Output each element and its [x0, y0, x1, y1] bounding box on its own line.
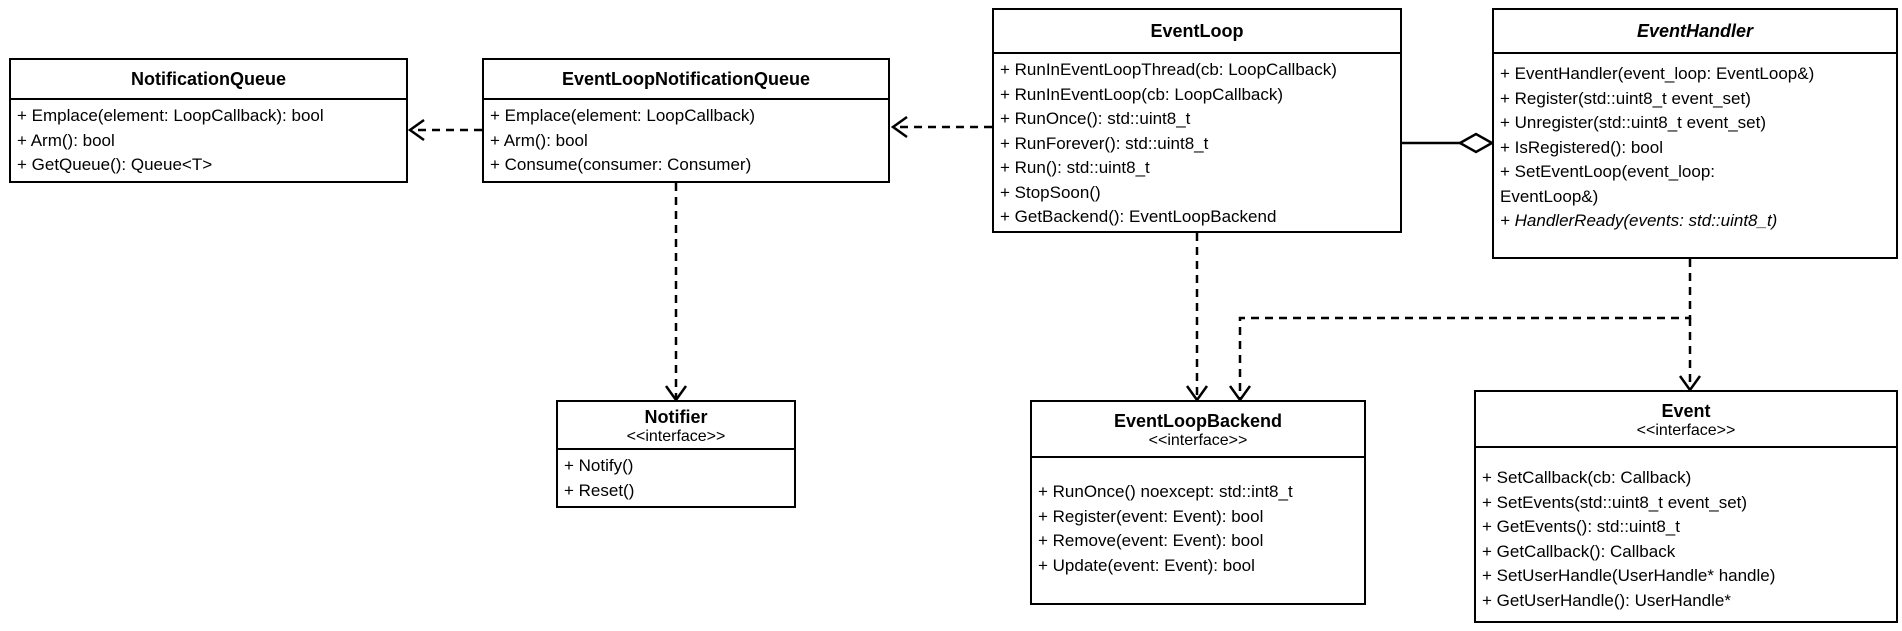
method-list: + Emplace(element: LoopCallback): bool +… — [11, 100, 406, 178]
dependency-path-from-event-handler — [1238, 259, 1692, 400]
method-item: + GetCallback(): Callback — [1482, 541, 1676, 561]
method-item: + Unregister(std::uint8_t event_set) — [1500, 113, 1766, 132]
method-list: + SetCallback(cb: Callback) + SetEvents(… — [1476, 448, 1896, 613]
method-item: + Remove(event: Event): bool — [1038, 531, 1264, 550]
class-title: Notifier — [644, 407, 708, 427]
method-item: + Consume(consumer: Consumer) — [490, 155, 752, 174]
class-title: EventHandler — [1636, 21, 1754, 41]
method-item: + RunOnce(): std::uint8_t — [1000, 109, 1191, 128]
class-stereotype: <<interface>> — [1148, 432, 1248, 449]
method-item: + EventHandler(event_loop: EventLoop&) — [1500, 64, 1815, 83]
method-item: + Arm(): bool — [490, 130, 588, 150]
method-item: + SetUserHandle(UserHandle* handle) — [1482, 566, 1776, 585]
method-list: + EventHandler(event_loop: EventLoop&) +… — [1494, 54, 1896, 234]
class-title: EventLoop — [1150, 21, 1244, 41]
class-notifier: Notifier <<interface>> + Notify() + Rese… — [556, 400, 796, 508]
arrowhead-notification-queue — [407, 118, 425, 142]
method-item: + RunOnce() noexcept: std::int8_t — [1038, 482, 1293, 501]
class-stereotype: <<interface>> — [1636, 422, 1736, 439]
method-item: + SetEventLoop(event_loop: EventLoop&) — [1500, 162, 1720, 206]
class-header: EventLoopNotificationQueue — [484, 60, 888, 100]
method-list: + Notify() + Reset() — [558, 450, 794, 503]
method-item: + Arm(): bool — [17, 130, 115, 150]
method-list: + Emplace(element: LoopCallback) + Arm()… — [484, 100, 888, 178]
method-item: + Update(event: Event): bool — [1038, 555, 1255, 575]
method-item: + SetEvents(std::uint8_t event_set) — [1482, 492, 1748, 512]
class-event: Event <<interface>> + SetCallback(cb: Ca… — [1474, 390, 1898, 623]
method-item: + Register(std::uint8_t event_set) — [1500, 88, 1751, 108]
class-event-loop: EventLoop + RunInEventLoopThread(cb: Loo… — [992, 8, 1402, 233]
class-event-loop-notification-queue: EventLoopNotificationQueue + Emplace(ele… — [482, 58, 890, 183]
method-item: + SetCallback(cb: Callback) — [1482, 468, 1692, 487]
class-title: EventLoopBackend — [1113, 411, 1283, 431]
arrowhead-event-loop-notification-queue — [890, 115, 908, 139]
class-notification-queue: NotificationQueue + Emplace(element: Loo… — [9, 58, 408, 183]
class-header: Notifier <<interface>> — [558, 402, 794, 450]
class-title: EventLoopNotificationQueue — [561, 69, 810, 89]
class-stereotype: <<interface>> — [626, 428, 726, 445]
method-item: + HandlerReady(events: std::uint8_t) — [1500, 211, 1778, 230]
aggregation-diamond — [1457, 132, 1495, 154]
method-list: + RunOnce() noexcept: std::int8_t + Regi… — [1032, 458, 1364, 578]
class-event-handler: EventHandler + EventHandler(event_loop: … — [1492, 8, 1898, 259]
method-item: + Reset() — [564, 480, 635, 500]
method-list: + RunInEventLoopThread(cb: LoopCallback)… — [994, 54, 1400, 230]
class-header: Event <<interface>> — [1476, 392, 1896, 448]
class-event-loop-backend: EventLoopBackend <<interface>> + RunOnce… — [1030, 400, 1366, 605]
method-item: + Emplace(element: LoopCallback) — [490, 106, 756, 125]
method-item: + StopSoon() — [1000, 182, 1101, 202]
method-item: + IsRegistered(): bool — [1500, 137, 1663, 157]
class-title: NotificationQueue — [130, 69, 286, 89]
method-item: + GetUserHandle(): UserHandle* — [1482, 590, 1731, 610]
method-item: + GetBackend(): EventLoopBackend — [1000, 207, 1277, 226]
method-item: + GetQueue(): Queue<T> — [17, 155, 213, 174]
method-item: + RunInEventLoop(cb: LoopCallback) — [1000, 84, 1284, 104]
method-item: + Emplace(element: LoopCallback): bool — [17, 106, 324, 125]
method-item: + Run(): std::uint8_t — [1000, 158, 1150, 177]
class-header: EventLoopBackend <<interface>> — [1032, 402, 1364, 458]
method-item: + Register(event: Event): bool — [1038, 506, 1264, 526]
method-item: + RunInEventLoopThread(cb: LoopCallback) — [1000, 60, 1337, 79]
class-header: EventLoop — [994, 10, 1400, 54]
method-item: + GetEvents(): std::uint8_t — [1482, 517, 1680, 536]
method-item: + RunForever(): std::uint8_t — [1000, 133, 1209, 153]
class-header: EventHandler — [1494, 10, 1896, 54]
method-item: + Notify() — [564, 456, 634, 475]
class-title: Event — [1661, 401, 1711, 421]
class-header: NotificationQueue — [11, 60, 406, 100]
